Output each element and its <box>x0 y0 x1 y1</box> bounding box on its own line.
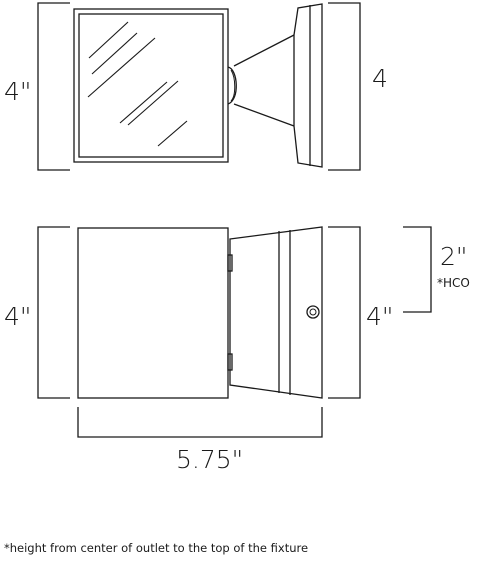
lens-inner-frame <box>78 13 224 158</box>
width-dimension-bracket <box>77 407 323 438</box>
hco-note-label: *HCO <box>437 276 470 290</box>
glass-reflection-lines <box>87 21 188 147</box>
footnote: *height from center of outlet to the top… <box>4 541 309 555</box>
wall-plate-front <box>229 226 323 399</box>
front-right-dimension-bracket <box>328 226 361 399</box>
hco-dimension-bracket <box>403 226 432 313</box>
set-screw <box>306 305 320 319</box>
mounting-arm <box>233 34 295 127</box>
wall-plate-side <box>293 3 323 168</box>
top-right-dimension-bracket <box>328 2 361 171</box>
top-left-dimension-bracket <box>37 2 70 171</box>
swivel-knuckle <box>227 66 237 105</box>
lens-frame <box>73 8 229 163</box>
fixture-body <box>77 227 229 399</box>
front-view <box>37 226 432 438</box>
top-view <box>37 2 361 171</box>
front-right-height-label: 4" <box>366 302 393 331</box>
top-left-height-label: 4" <box>4 77 31 106</box>
front-left-height-label: 4" <box>4 302 31 331</box>
top-right-height-label: 4 <box>372 64 388 93</box>
hco-value-label: 2" <box>440 242 467 271</box>
width-label: 5.75" <box>176 445 243 474</box>
front-left-dimension-bracket <box>37 226 70 399</box>
